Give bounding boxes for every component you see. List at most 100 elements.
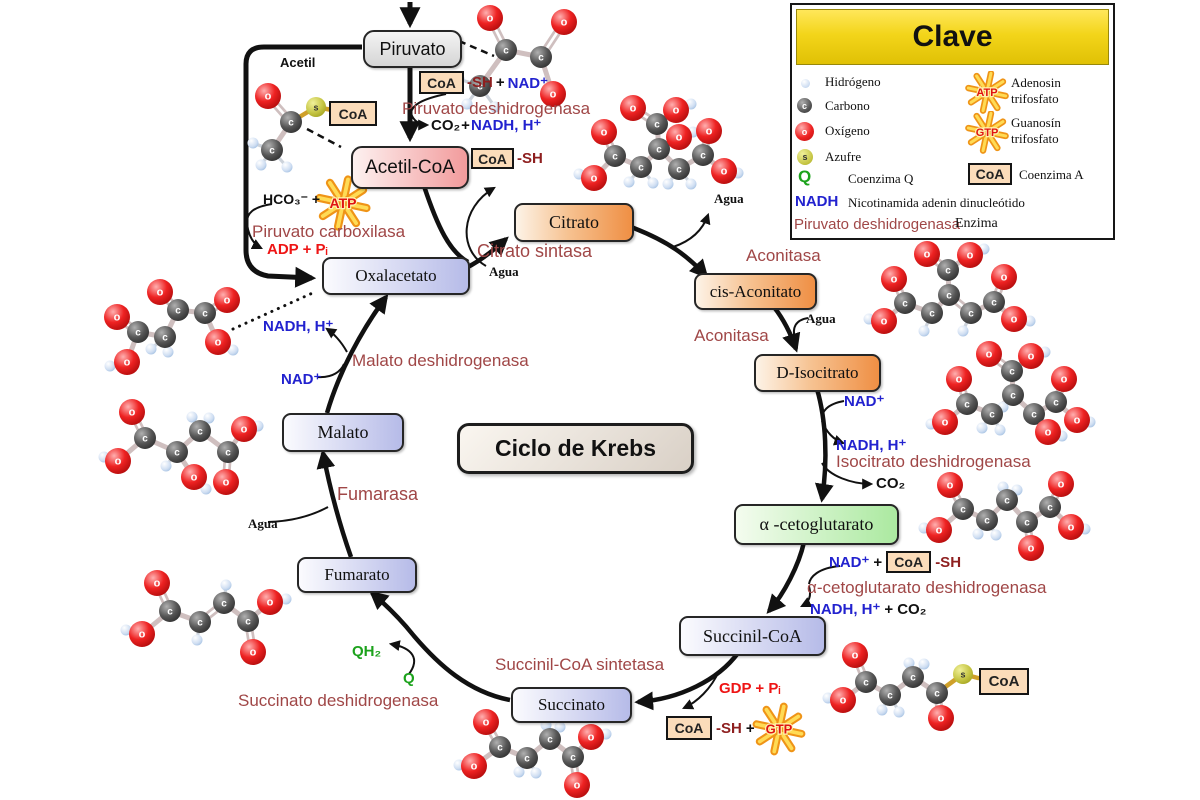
nad-label: NAD⁺ [829,554,870,571]
svg-text:c: c [221,599,227,610]
plus-label: + [495,74,505,91]
sh-label: -SH [716,719,742,737]
q-label: Q [403,670,415,687]
adp-pi-label: ADP + Pᵢ [267,241,328,258]
svg-text:c: c [538,53,544,64]
svg-text:c: c [288,118,294,129]
svg-text:c: c [946,291,952,302]
legend-q-symbol: Q [798,167,812,186]
svg-text:c: c [497,743,503,754]
svg-text:c: c [174,448,180,459]
svg-text:o: o [1045,427,1052,439]
akg-dh-cofactor-line: NAD⁺ + CoA -SH [829,551,961,573]
svg-text:o: o [154,578,161,590]
nadh-label: NADH, H⁺ [810,601,881,618]
svg-text:o: o [124,357,131,369]
legend-coa-label: Coenzima A [1019,167,1084,182]
svg-text:c: c [225,448,231,459]
svg-text:o: o [881,316,888,328]
svg-text:o: o [986,349,993,361]
hydrogen-sphere-icon [801,79,810,88]
enzyme-succinil-coa-sintetasa: Succinil-CoA sintetasa [495,655,665,674]
svg-text:o: o [574,780,581,792]
legend-title: Clave [796,9,1109,65]
legend-atp-star-icon-text: ATP [976,87,997,99]
legend-q-label: Coenzima Q [848,171,914,186]
svg-text:o: o [942,417,949,429]
citrate-synthase-coa-line: CoA -SH [471,148,543,169]
plus-label: + [873,553,883,571]
svg-text:o: o [223,477,230,489]
nadh-label-isocitrate-dh: NADH, H⁺ [836,437,907,454]
svg-text:c: c [638,163,644,174]
enzyme-aconitasa-lower: Aconitasa [694,326,769,345]
svg-text:o: o [591,173,598,185]
svg-text:c: c [676,165,682,176]
svg-text:o: o [938,713,945,725]
legend-atp-label: Adenosin trifosfato [1011,75,1061,106]
atp-star-icon: ATP [965,71,1009,114]
svg-text:o: o [471,761,478,773]
svg-text:c: c [197,427,203,438]
carbon-sphere-icon: c [797,98,812,113]
akg-dh-products-line: NADH, H⁺ + CO₂ [810,600,927,619]
svg-text:c: c [960,505,966,516]
svg-text:o: o [588,732,595,744]
svg-text:c: c [570,753,576,764]
svg-text:c: c [202,309,208,320]
svg-text:c: c [1004,496,1010,507]
legend-enzyme-symbol: Piruvato deshidrogenasa [794,216,960,233]
svg-text:c: c [934,689,940,700]
enzyme-isocitrato-deshidrogenasa: Isocitrato deshidrogenasa [836,452,1031,471]
svg-text:o: o [1028,351,1035,363]
svg-text:c: c [547,735,553,746]
svg-text:o: o [706,126,713,138]
coa-box-succinyl-molecule: CoA [979,668,1029,695]
svg-text:c: c [968,309,974,320]
qh2-label: QH₂ [352,643,382,660]
svg-text:c: c [929,309,935,320]
svg-text:o: o [250,647,257,659]
svg-text:o: o [241,424,248,436]
svg-text:o: o [191,472,198,484]
enzyme-citrato-sintasa: Citrato sintasa [477,241,593,261]
metabolite-box-citrato: Citrato [514,203,634,242]
hco3-atp-label: HCO₃⁻ + [263,191,321,207]
co2-label: CO₂ [897,600,927,618]
gtp-star-icon-text: GTP [766,722,793,737]
svg-text:o: o [630,103,637,115]
svg-text:c: c [654,120,660,131]
sh-label: -SH [467,74,493,91]
svg-text:o: o [139,629,146,641]
enzyme-piruvato-carboxilasa: Piruvato carboxilasa [252,222,406,241]
metabolite-box-oxalacetato: Oxalacetato [322,257,470,295]
metabolite-box-piruvato: Piruvato [363,30,462,68]
svg-text:o: o [1028,543,1035,555]
svg-text:c: c [1009,367,1015,378]
enzyme-aconitasa-upper: Aconitasa [746,246,821,265]
svg-text:c: c [984,516,990,527]
sh-label: -SH [935,553,962,571]
plus-label: + [745,719,755,737]
legend-gtp-star-icon: GTP [965,111,1009,154]
svg-text:c: c [964,400,970,411]
enzyme-piruvato-deshidrogenasa: Piruvato deshidrogenasa [402,99,591,118]
legend-nadh-symbol: NADH [795,193,839,210]
svg-text:o: o [840,695,847,707]
metabolite-box-succinil-coa: Succinil-CoA [679,616,826,656]
coa-box: CoA [471,148,514,169]
svg-text:o: o [157,287,164,299]
oxygen-sphere-icon: o [795,122,814,141]
svg-text:c: c [175,306,181,317]
svg-text:o: o [224,295,231,307]
nad-label-isocitrate-dh: NAD⁺ [844,393,885,410]
enzyme-succinato-deshidrogenasa: Succinato deshidrogenasa [238,691,439,710]
succinyl-coa-synthetase-coa-line: CoA -SH + [666,716,755,740]
enzyme-fumarasa: Fumarasa [337,484,419,504]
enzyme-malato-deshidrogenasa: Malato deshidrogenasa [352,351,529,370]
svg-text:c: c [887,691,893,702]
atp-star-icon-text: ATP [330,195,357,211]
